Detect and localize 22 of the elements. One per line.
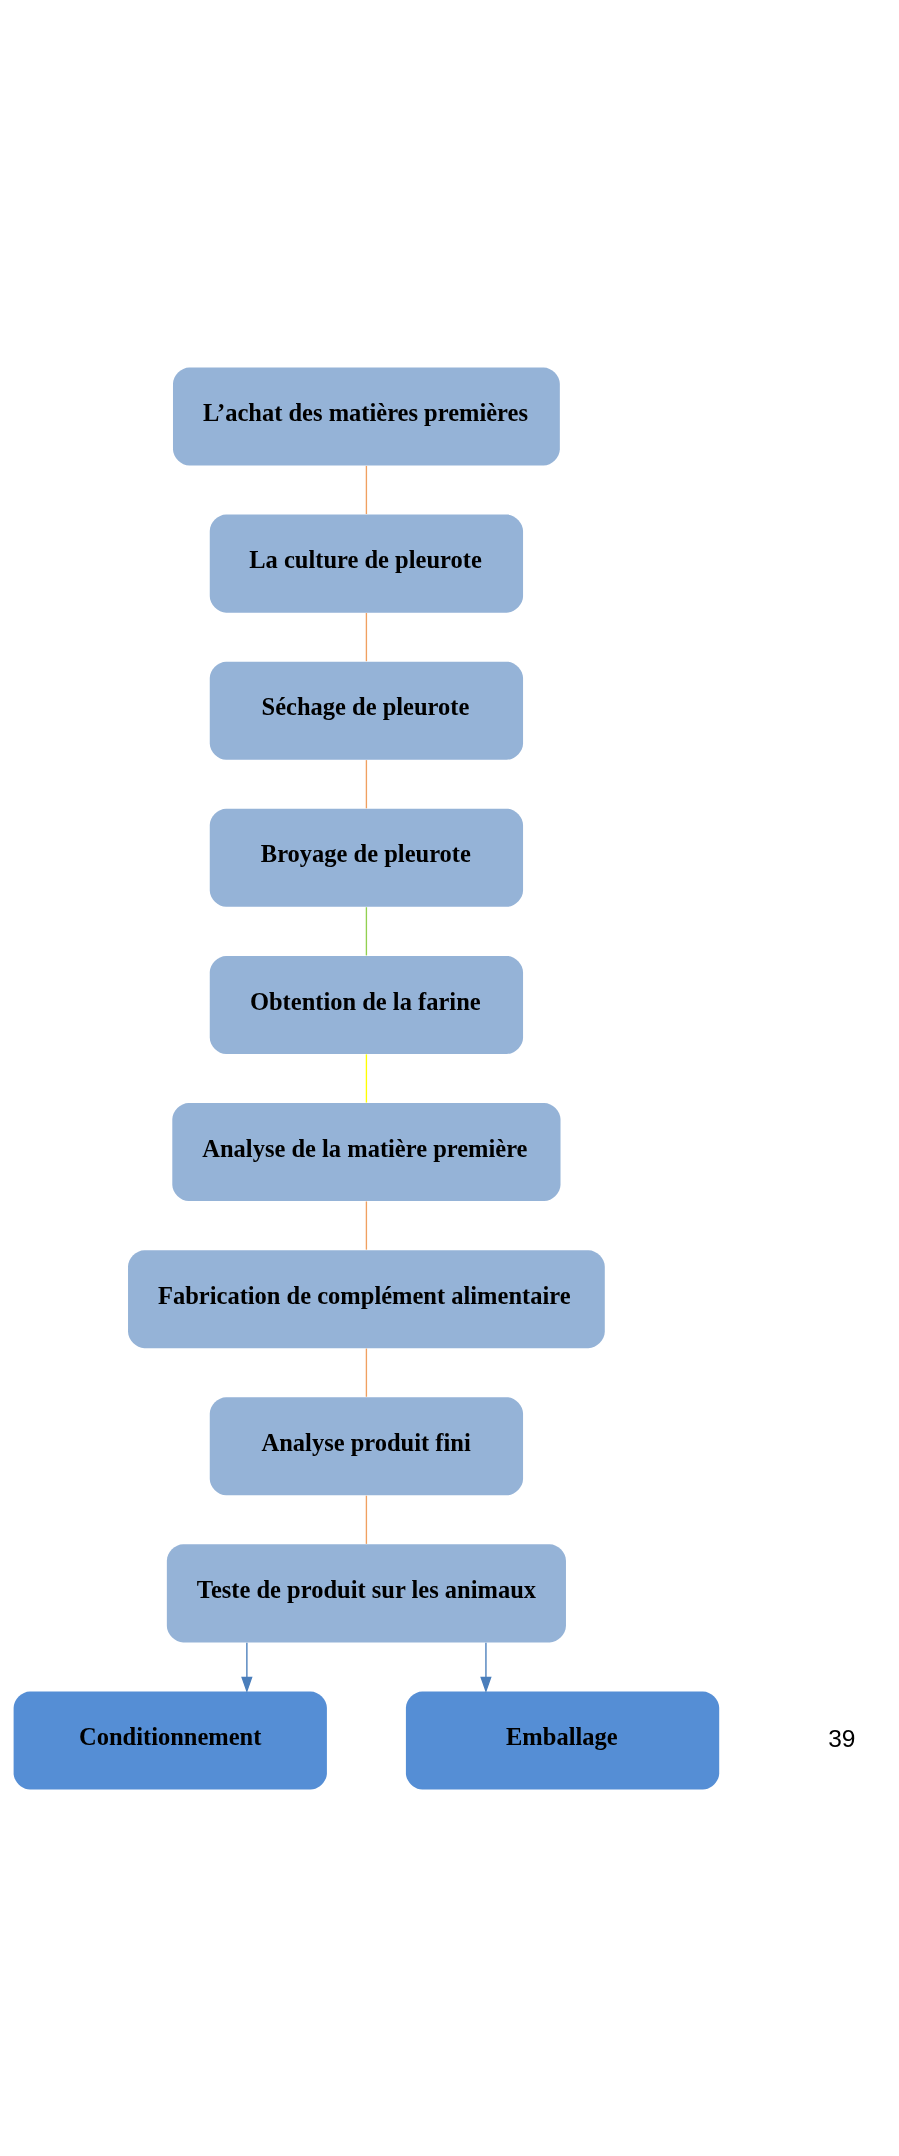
label: 39 [828, 1724, 856, 1752]
node-box: Conditionnement [13, 1691, 327, 1790]
connector [365, 1347, 368, 1397]
node-box: Séchage de pleurote [209, 661, 524, 760]
node-box: Analyse de la matière première [172, 1102, 561, 1201]
node-box: Broyage de pleurote [209, 808, 524, 907]
connector [365, 1494, 368, 1545]
connector [365, 758, 368, 809]
arrow [480, 1641, 492, 1693]
node-box: Fabrication de complément alimentaire [128, 1249, 605, 1348]
connector [365, 1053, 368, 1103]
node-box: Teste de produit sur les animaux [166, 1543, 566, 1642]
node-box: Obtention de la farine [209, 955, 524, 1054]
connector [365, 1200, 368, 1250]
node-box: Emballage [405, 1691, 720, 1790]
connector [365, 906, 368, 956]
arrow [241, 1641, 253, 1693]
connector [365, 611, 368, 662]
connector [365, 464, 368, 515]
node-box: La culture de pleurote [209, 514, 524, 613]
node-box: L’achat des matières premières [173, 366, 560, 465]
node-box: Analyse produit fini [209, 1396, 524, 1495]
